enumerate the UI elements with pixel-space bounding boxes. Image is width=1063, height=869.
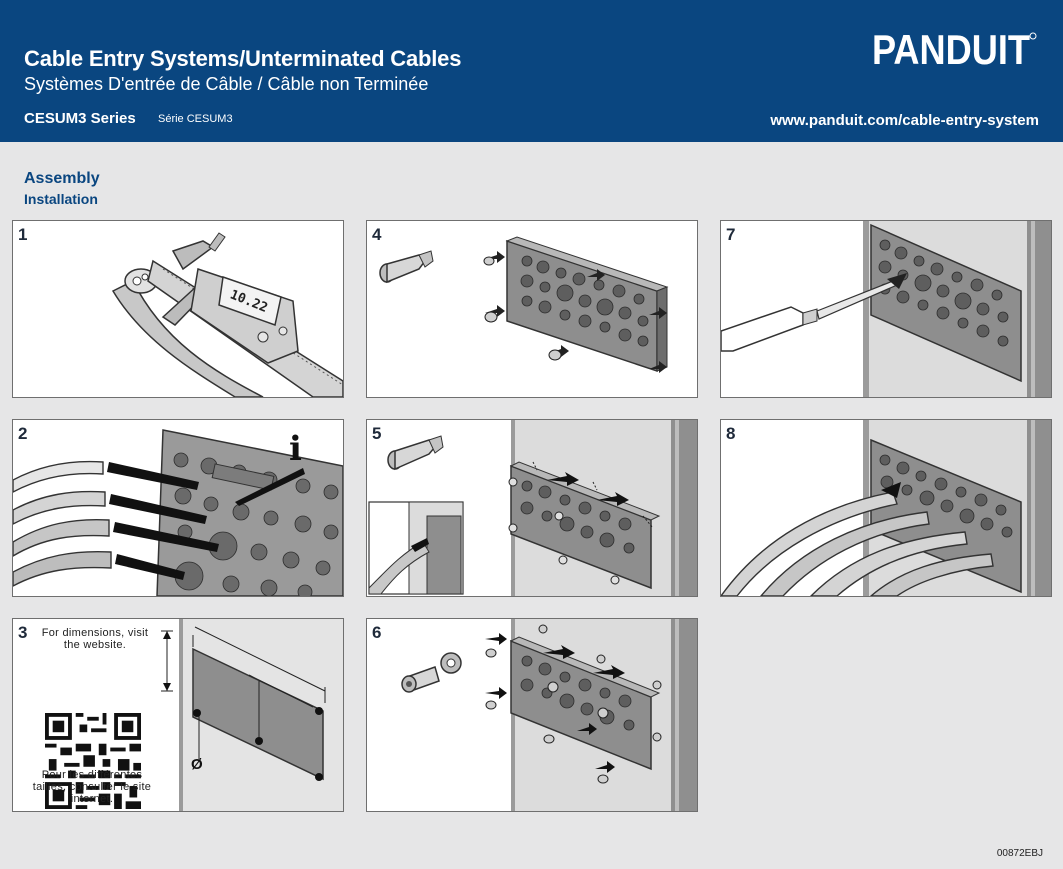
bolt-fastening-illustration xyxy=(367,619,697,811)
series-label-french: Série CESUM3 xyxy=(158,113,233,125)
step-7-panel: 7 xyxy=(720,220,1052,398)
cutout-dimension-illustration: Ø xyxy=(13,619,343,811)
step-number: 1 xyxy=(18,225,28,244)
section-title: Assembly xyxy=(24,170,100,187)
nut-icon xyxy=(440,652,462,674)
page-title-french: Systèmes D'entrée de Câble / Câble non T… xyxy=(24,74,429,94)
dimensions-note-french: Pour les différentes tailles, consulter … xyxy=(32,769,152,805)
website-link[interactable]: www.panduit.com/cable-entry-system xyxy=(770,112,1039,129)
step-number: 4 xyxy=(372,225,382,244)
step-number: 5 xyxy=(372,424,382,443)
cable-selection-illustration: i xyxy=(13,420,343,596)
step-number: 8 xyxy=(726,424,736,443)
step-number: 2 xyxy=(18,424,28,443)
step-5-panel: 5 xyxy=(366,419,698,597)
document-code: 00872EBJ xyxy=(996,848,1043,859)
step-3-panel: 3 Ø For dimensions, visit the website. xyxy=(12,618,344,812)
info-icon: i xyxy=(289,429,302,469)
diameter-symbol: Ø xyxy=(191,756,203,773)
dimensions-note: For dimensions, visit the website. xyxy=(41,627,149,651)
step-number: 3 xyxy=(18,623,28,642)
panduit-logo: PANDUIT xyxy=(872,28,1037,68)
step-number: 7 xyxy=(726,225,736,244)
header-banner: Cable Entry Systems/Unterminated Cables … xyxy=(0,0,1063,142)
plug-icon xyxy=(379,250,434,284)
series-label: CESUM3 Series xyxy=(24,110,136,127)
wall-mount-illustration xyxy=(367,420,697,596)
step-number: 6 xyxy=(372,623,382,642)
svg-text:PANDUIT: PANDUIT xyxy=(872,28,1030,68)
step-4-panel: 4 xyxy=(366,220,698,398)
step-1-panel: 1 10.22 xyxy=(12,220,344,398)
grommet-holes xyxy=(520,255,649,347)
plug-icon xyxy=(387,435,444,471)
screwdriver-illustration xyxy=(721,221,1051,397)
arrow-icons xyxy=(485,251,667,373)
step-2-panel: 2 xyxy=(12,419,344,597)
section-title-french: Installation xyxy=(24,191,98,207)
step-8-panel: 8 xyxy=(720,419,1052,597)
qr-code[interactable] xyxy=(45,665,141,812)
frame-assembly-illustration xyxy=(367,221,697,397)
caliper-illustration: 10.22 xyxy=(13,221,343,397)
page-title: Cable Entry Systems/Unterminated Cables xyxy=(24,46,462,71)
cables-inserted-illustration xyxy=(721,420,1051,596)
bolt-icon xyxy=(401,666,440,693)
screw-icons xyxy=(483,256,562,361)
step-6-panel: 6 xyxy=(366,618,698,812)
